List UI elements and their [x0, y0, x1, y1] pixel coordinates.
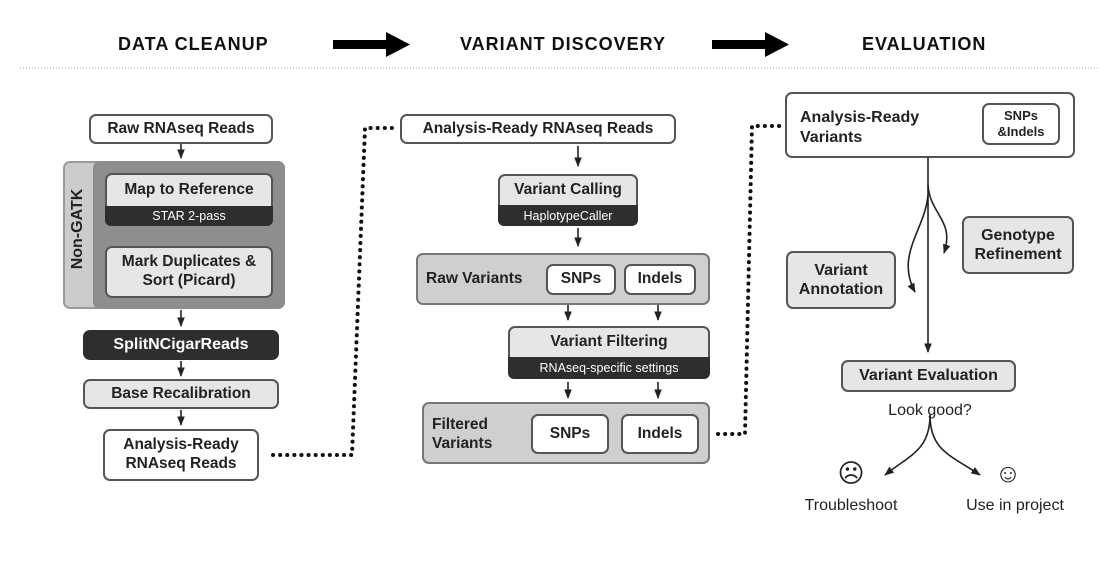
filtered-snps-box[interactable]: SNPs: [531, 414, 609, 454]
sad-face-icon: ☹: [837, 458, 865, 488]
genotype-refinement-box[interactable]: Genotype Refinement: [962, 216, 1074, 274]
look-good-label: Look good?: [888, 402, 972, 419]
header-evaluation: EVALUATION: [862, 34, 987, 54]
variant-evaluation-box[interactable]: Variant Evaluation: [841, 360, 1016, 392]
header-arrow-1: [333, 32, 410, 57]
splitncigarreads-box[interactable]: SplitNCigarReads: [83, 330, 279, 360]
header-variant-discovery: VARIANT DISCOVERY: [460, 34, 667, 54]
raw-indels-box[interactable]: Indels: [624, 264, 696, 295]
haplotypecaller-label: HaplotypeCaller: [498, 205, 638, 226]
variant-calling-box[interactable]: Variant Calling: [498, 174, 638, 205]
non-gatk-label: Non-GATK: [69, 188, 86, 270]
use-in-project-label: Use in project: [966, 497, 1064, 514]
base-recalibration-box[interactable]: Base Recalibration: [83, 379, 279, 409]
snps-indels-box[interactable]: SNPs &Indels: [982, 103, 1060, 145]
raw-variants-label: Raw Variants: [426, 270, 523, 287]
variant-annotation-box[interactable]: Variant Annotation: [786, 251, 896, 309]
header-data-cleanup: DATA CLEANUP: [118, 34, 269, 54]
variant-filtering-box[interactable]: Variant Filtering: [508, 326, 710, 357]
analysis-ready-variants-label: Analysis-Ready Variants: [800, 109, 920, 146]
analysis-ready-reads-box-2[interactable]: Analysis-Ready RNAseq Reads: [400, 114, 676, 144]
map-to-reference-box[interactable]: Map to Reference: [105, 173, 273, 206]
raw-rnaseq-reads-box[interactable]: Raw RNAseq Reads: [89, 114, 273, 144]
filtered-variants-label: Filtered Variants: [432, 416, 493, 452]
rnaseq-settings-label: RNAseq-specific settings: [508, 357, 710, 379]
raw-snps-box[interactable]: SNPs: [546, 264, 616, 295]
filtered-indels-box[interactable]: Indels: [621, 414, 699, 454]
analysis-ready-reads-box-1[interactable]: Analysis-Ready RNAseq Reads: [103, 429, 259, 481]
troubleshoot-label: Troubleshoot: [804, 497, 898, 514]
happy-face-icon: ☺: [994, 458, 1022, 488]
header-arrow-2: [712, 32, 789, 57]
star-2pass-label: STAR 2-pass: [105, 206, 273, 226]
mark-duplicates-box[interactable]: Mark Duplicates & Sort (Picard): [105, 246, 273, 298]
